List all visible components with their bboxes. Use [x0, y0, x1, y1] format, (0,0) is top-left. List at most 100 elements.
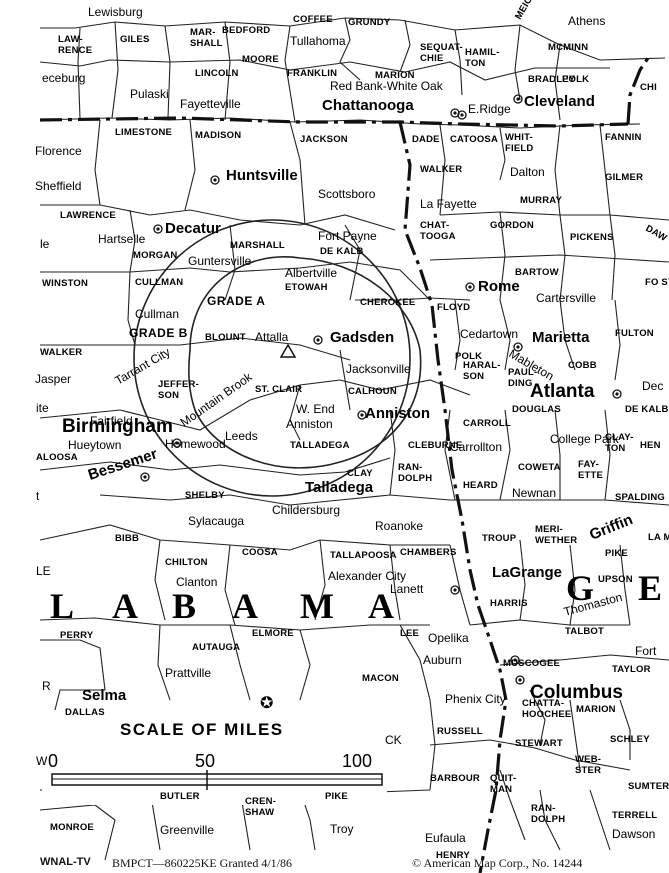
state-name-letter: A [368, 586, 396, 626]
county-label: PIKE [605, 548, 628, 559]
county-label: JACKSON [300, 134, 348, 145]
city-marker-icon [210, 175, 220, 185]
city-marker-icon [357, 410, 367, 420]
county-label: CULLMAN [135, 277, 183, 288]
transmitter-site-icon [279, 343, 297, 358]
town-label: Albertville [285, 266, 337, 280]
county-label: UPSON [598, 574, 633, 585]
county-label: CHILTON [165, 557, 208, 568]
county-label: DE KALB [625, 404, 669, 415]
permit-text: BMPCT—860225KE Granted 4/1/86 [112, 856, 292, 870]
county-label: CALHOUN [348, 386, 397, 397]
county-label: MOORE [242, 54, 279, 65]
county-label: TAYLOR [612, 664, 651, 675]
county-label: ETOWAH [285, 282, 328, 293]
county-label: WALKER [420, 164, 462, 175]
county-label: COBB [568, 360, 597, 371]
town-label: Cartersville [536, 291, 596, 305]
city-cleveland: Cleveland [524, 93, 595, 110]
city-marker-icon [513, 342, 523, 352]
partial-edge-label: le [40, 237, 50, 251]
partial-edge-label: R [42, 679, 51, 693]
county-label: RUSSELL [437, 726, 483, 737]
state-name-letter: A [112, 586, 140, 626]
county-label: TROUP [482, 533, 517, 544]
city-anniston: Anniston [365, 405, 430, 422]
county-label: JEFFER-SON [158, 379, 199, 401]
partial-edge-label: ite [36, 401, 49, 415]
county-label: MARSHALL [230, 240, 285, 251]
county-label: MARION [375, 70, 415, 81]
county-label: POLK [455, 351, 482, 362]
county-label: QUIT-MAN [490, 773, 516, 795]
county-label: COOSA [242, 547, 278, 558]
town-label: Carrollton [450, 440, 502, 454]
county-label: PAUL-DING [508, 367, 537, 389]
town-label: Clanton [176, 575, 217, 589]
town-label: Eufaula [425, 831, 466, 845]
town-label: Tullahoma [290, 34, 346, 48]
county-label: TERRELL [612, 810, 657, 821]
county-label: MUSCOGEE [503, 658, 560, 669]
county-label: CHATTA-HOOCHEE [522, 698, 571, 720]
city-marker-icon [172, 438, 182, 448]
city-marker-dot-icon [213, 178, 217, 182]
town-label: Leeds [225, 429, 258, 443]
state-name-letter: M [300, 586, 336, 626]
county-label: WINSTON [42, 278, 88, 289]
state-name-letter: L [50, 586, 76, 626]
scale-tick-100: 100 [342, 751, 372, 771]
county-label: CLAY [347, 468, 373, 479]
county-label: MCMINN [548, 42, 588, 53]
county-label: MAR-SHALL [190, 27, 223, 49]
state-name-letter: E [638, 568, 664, 608]
county-label: HARAL-SON [463, 360, 501, 382]
county-label: ELMORE [252, 628, 294, 639]
county-label: CLEBURNE [408, 440, 462, 451]
county-label: BIBB [115, 533, 139, 544]
town-label: Fayetteville [180, 97, 241, 111]
town-label: Dalton [510, 165, 545, 179]
county-label: COFFEE [293, 14, 333, 25]
county-label: BLOUNT [205, 332, 246, 343]
county-label: CHI [640, 82, 657, 93]
county-label: ST. CLAIR [255, 384, 302, 395]
county-label: LAWRENCE [60, 210, 116, 221]
county-label: PERRY [60, 630, 94, 641]
city-marker-dot-icon [516, 345, 520, 349]
town-label: Guntersville [188, 254, 252, 268]
city-columbus: Columbus [530, 682, 623, 703]
county-label: RAN-DOLPH [531, 803, 565, 825]
town-label: College Park [550, 432, 620, 446]
state-name-letter: G [566, 568, 596, 608]
town-label: Jacksonville [346, 362, 411, 376]
county-label: MACON [362, 673, 399, 684]
city-marker-dot-icon [453, 588, 457, 592]
city-marker-dot-icon [143, 475, 147, 479]
county-label: CARROLL [463, 418, 511, 429]
partial-edge-label: eceburg [42, 71, 85, 85]
town-label: Fort Payne [318, 229, 377, 243]
county-label: CHEROKEE [360, 297, 415, 308]
county-label: LINCOLN [195, 68, 239, 79]
town-label: Fort [635, 644, 657, 658]
county-label: GRUNDY [348, 17, 391, 28]
county-label: LEE [400, 628, 419, 639]
capital-star-icon: ✪ [260, 695, 273, 712]
county-label: GILES [120, 34, 150, 45]
city-marker-icon [510, 655, 520, 665]
county-label: CLAY-TON [605, 432, 634, 454]
scale-tick-0: 0 [48, 751, 58, 771]
town-label: Phenix City [445, 692, 506, 706]
town-label: Sylacauga [188, 514, 244, 528]
town-label: Anniston [286, 417, 333, 431]
scale-tick-50: 50 [195, 751, 215, 771]
city-lagrange: LaGrange [492, 564, 562, 581]
county-label: MURRAY [520, 195, 562, 206]
state-name-letter: B [172, 586, 198, 626]
town-label: E.Ridge [468, 102, 511, 116]
city-selma: Selma [82, 687, 127, 704]
city-marker-dot-icon [516, 97, 520, 101]
partial-edge-label: ALOOSA [36, 452, 78, 463]
partial-edge-label: CK [385, 733, 402, 747]
